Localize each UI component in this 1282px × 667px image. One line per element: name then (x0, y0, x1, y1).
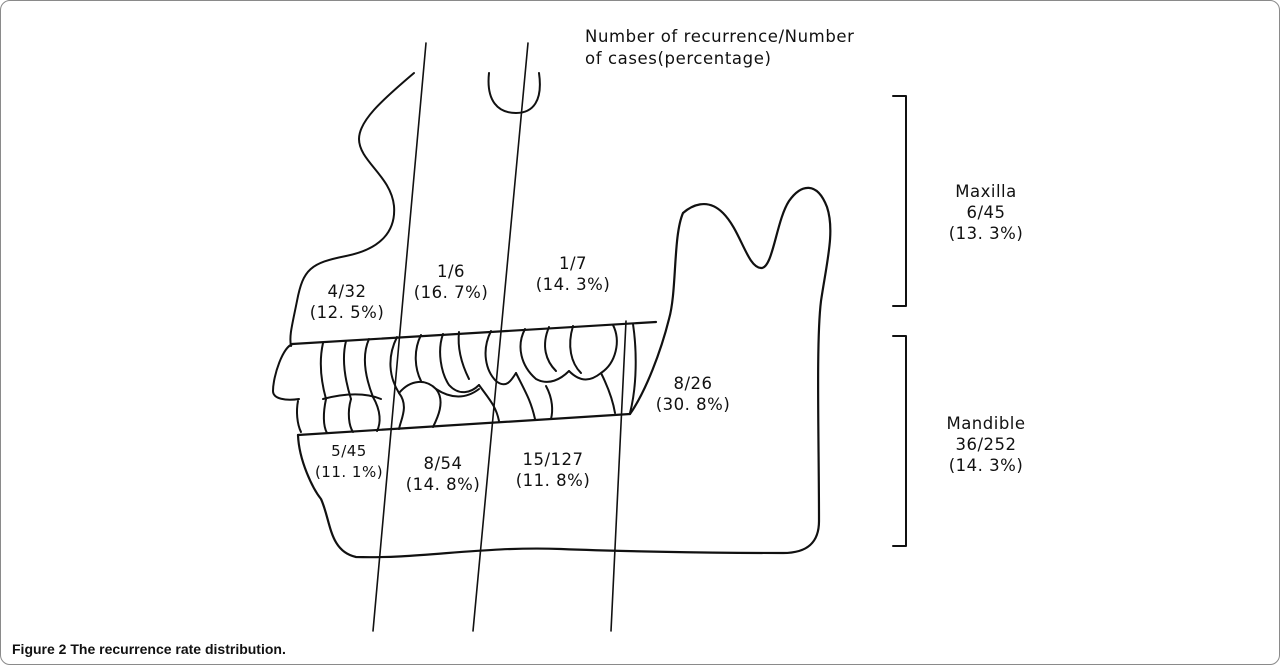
label-maxilla-anterior: 4/32 (12. 5%) (297, 281, 397, 323)
percent: (13. 3%) (926, 223, 1046, 244)
percent: (14. 8%) (393, 474, 493, 495)
percent: (16. 7%) (401, 282, 501, 303)
mandible-bracket (893, 336, 906, 546)
label-maxilla-premolar: 1/6 (16. 7%) (401, 261, 501, 303)
count: 4/32 (297, 281, 397, 302)
count: 1/6 (401, 261, 501, 282)
division-line-2 (473, 43, 528, 631)
division-line-3 (611, 321, 626, 631)
count: 15/127 (503, 449, 603, 470)
label-maxilla-molar: 1/7 (14. 3%) (523, 253, 623, 295)
percent: (30. 8%) (643, 394, 743, 415)
percent: (14. 3%) (523, 274, 623, 295)
percent: (14. 3%) (926, 455, 1046, 476)
label-mandible-premolar: 8/54 (14. 8%) (393, 453, 493, 495)
percent: (12. 5%) (297, 302, 397, 323)
count: 5/45 (309, 441, 389, 462)
name: Maxilla (926, 181, 1046, 202)
nostril-curve (489, 73, 540, 113)
count: 1/7 (523, 253, 623, 274)
label-mandible-ramus: 8/26 (30. 8%) (643, 373, 743, 415)
header-label: Number of recurrence/Number of cases(per… (585, 26, 945, 70)
molar-back-edge (630, 324, 636, 413)
percent: (11. 8%) (503, 470, 603, 491)
figure-caption: Figure 2 The recurrence rate distributio… (12, 641, 286, 657)
percent: (11. 1%) (309, 462, 389, 483)
count: 8/26 (643, 373, 743, 394)
count: 6/45 (926, 202, 1046, 223)
caption-label: Figure 2 (12, 641, 66, 657)
caption-text: The recurrence rate distribution. (70, 641, 286, 657)
header-line-1: Number of recurrence/Number (585, 26, 945, 48)
lower-incisor (297, 401, 301, 432)
front-incisor (273, 344, 299, 400)
count: 8/54 (393, 453, 493, 474)
label-maxilla-total: Maxilla 6/45 (13. 3%) (926, 181, 1046, 244)
occlusal-lower-line (298, 414, 630, 435)
maxilla-bracket (893, 96, 906, 306)
label-mandible-anterior: 5/45 (11. 1%) (309, 441, 389, 483)
header-line-2: of cases(percentage) (585, 48, 945, 70)
label-mandible-molar: 15/127 (11. 8%) (503, 449, 603, 491)
name: Mandible (926, 413, 1046, 434)
label-mandible-total: Mandible 36/252 (14. 3%) (926, 413, 1046, 476)
count: 36/252 (926, 434, 1046, 455)
